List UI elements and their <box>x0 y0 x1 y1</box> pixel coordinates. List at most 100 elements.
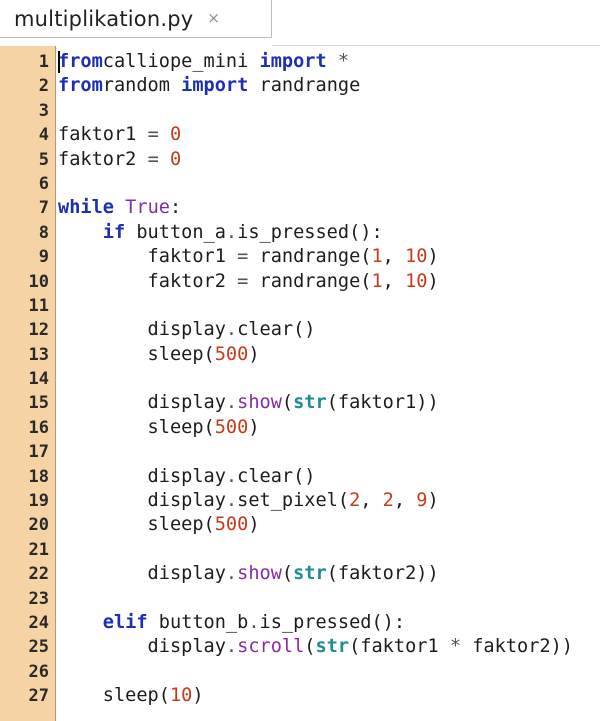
line-number: 9 <box>38 247 49 268</box>
code-line[interactable]: sleep(500) <box>58 513 600 537</box>
code-token: (faktor1)) <box>326 392 439 414</box>
code-line[interactable]: fromrandom import randrange <box>58 74 600 98</box>
line-number: 10 <box>28 271 49 292</box>
code-token: 2 <box>382 490 394 512</box>
code-token: import <box>259 51 327 72</box>
line-number: 17 <box>28 442 49 463</box>
code-line[interactable]: display.show(str(faktor2)) <box>58 562 600 586</box>
code-token: ( <box>304 636 316 658</box>
code-line[interactable]: display.set_pixel(2, 2, 9) <box>58 489 600 513</box>
code-token: set_pixel( <box>237 490 350 512</box>
code-area[interactable]: fromcalliope_mini import *fromrandom imp… <box>56 46 600 721</box>
code-token: ) <box>427 270 439 292</box>
code-line[interactable]: elif button_b.is_pressed(): <box>58 611 600 635</box>
line-number: 20 <box>28 515 49 536</box>
code-token: calliope_mini <box>102 51 260 72</box>
code-token: (faktor1 <box>349 636 450 658</box>
code-token: 2 <box>349 490 361 512</box>
line-number: 27 <box>28 686 49 707</box>
code-token: is_pressed(): <box>259 611 406 633</box>
code-token: display <box>58 490 226 512</box>
line-number: 1 <box>38 52 49 72</box>
code-token: = <box>237 246 249 268</box>
line-number: 21 <box>28 539 49 560</box>
close-icon[interactable]: × <box>207 9 220 27</box>
tab-bar: multiplikation.py × <box>0 0 600 40</box>
code-token: display <box>58 563 226 585</box>
code-line[interactable]: sleep(500) <box>58 343 600 367</box>
code-line[interactable] <box>58 294 600 318</box>
code-token: 500 <box>214 514 249 536</box>
line-number: 7 <box>38 198 49 219</box>
code-token: while <box>58 197 114 219</box>
code-token: faktor1 <box>58 246 238 268</box>
line-number: 19 <box>28 491 49 512</box>
code-token: display <box>58 392 226 414</box>
code-line[interactable]: display.clear() <box>58 465 600 489</box>
code-token: faktor1 <box>58 124 148 146</box>
code-token: * <box>449 636 462 658</box>
code-line[interactable]: display.show(str(faktor1)) <box>58 391 600 415</box>
tab-strip-divider <box>272 45 600 46</box>
code-token: str <box>293 563 327 585</box>
code-line[interactable] <box>58 538 600 562</box>
code-token: ( <box>281 392 294 414</box>
code-token: display <box>58 319 226 341</box>
code-token: randrange <box>248 75 361 97</box>
code-token: 10 <box>405 270 428 292</box>
code-token: if <box>102 221 126 243</box>
code-line[interactable]: sleep(500) <box>58 416 600 440</box>
code-line[interactable] <box>58 367 600 391</box>
code-line[interactable] <box>58 440 600 464</box>
code-line[interactable]: while True: <box>58 196 600 220</box>
code-line[interactable]: faktor2 = randrange(1, 10) <box>58 270 600 294</box>
code-line[interactable]: faktor2 = 0 <box>58 148 600 172</box>
line-number: 5 <box>38 149 49 170</box>
code-token: ) <box>248 514 260 536</box>
code-token: = <box>237 270 249 292</box>
code-token: faktor2)) <box>461 636 573 658</box>
code-line[interactable] <box>58 172 600 196</box>
code-token: from <box>58 51 103 72</box>
code-token: , <box>382 270 406 292</box>
line-number: 12 <box>28 320 49 341</box>
code-line[interactable]: display.clear() <box>58 318 600 342</box>
code-token: ) <box>248 416 260 438</box>
code-line[interactable]: fromcalliope_mini import * <box>58 50 600 74</box>
code-line[interactable] <box>58 660 600 684</box>
line-number: 11 <box>28 295 49 316</box>
code-line[interactable]: if button_a.is_pressed(): <box>58 221 600 245</box>
code-token: , <box>360 490 383 512</box>
code-token: 500 <box>214 416 249 438</box>
code-token: 0 <box>158 124 182 146</box>
code-line[interactable]: display.scroll(str(faktor1 * faktor2)) <box>58 635 600 659</box>
code-token: * <box>326 51 350 72</box>
code-token: randrange( <box>248 246 372 268</box>
line-number: 24 <box>28 612 49 633</box>
code-token <box>58 612 103 633</box>
code-token: scroll <box>237 636 305 658</box>
code-token: . <box>225 221 238 243</box>
line-number: 13 <box>28 344 49 365</box>
code-line[interactable]: faktor1 = 0 <box>58 123 600 147</box>
code-token: = <box>147 148 159 170</box>
code-token: clear() <box>237 465 316 487</box>
code-token <box>58 222 103 243</box>
code-token: 500 <box>214 343 249 365</box>
code-line[interactable]: faktor1 = randrange(1, 10) <box>58 245 600 269</box>
code-token: , <box>393 490 417 512</box>
tab-multiplikation[interactable]: multiplikation.py × <box>0 0 272 38</box>
code-token: = <box>147 124 159 146</box>
code-token: . <box>225 465 238 487</box>
code-line[interactable] <box>58 99 600 123</box>
code-token: sleep( <box>58 416 215 438</box>
code-line[interactable] <box>58 587 600 611</box>
code-token: . <box>248 611 260 633</box>
code-line[interactable]: sleep(10) <box>58 684 600 708</box>
code-token: show <box>237 563 282 585</box>
code-token: random <box>102 75 182 97</box>
code-token: ) <box>427 490 439 512</box>
